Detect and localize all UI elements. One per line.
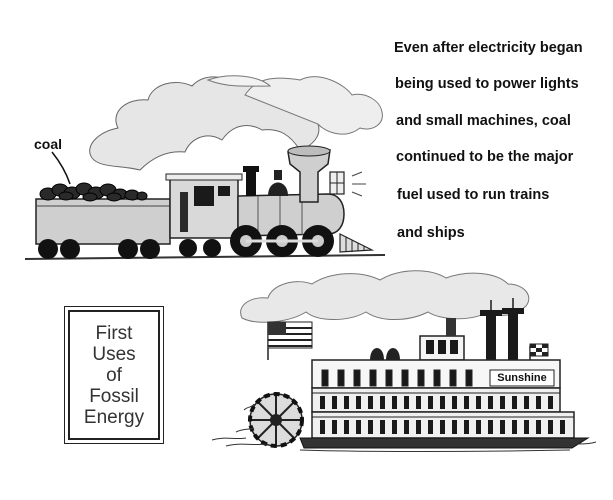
coal-pile [39,182,148,202]
coal-label: coal [34,136,63,152]
locomotive-wheels [179,225,334,257]
caption-line-1: Even after electricity began [394,40,583,56]
cab-window [194,186,214,206]
locomotive-smokestack [287,149,331,203]
steamboat-middle-deck [311,387,561,413]
water-lines [211,403,597,452]
title-line-2: Uses [92,343,136,365]
title-line-1: First [95,322,133,344]
train-track [24,254,386,260]
american-flag [267,321,313,349]
title-line-3: of [106,364,122,386]
steamboat-smokestacks [480,298,524,370]
title-line-4: Fossil [89,385,139,407]
caption-line-3: and small machines, coal [396,113,571,129]
steamboat-smoke-cloud [240,270,530,323]
coal-pointer [51,151,71,185]
caption-line-4: continued to be the major [396,149,574,165]
train-smoke-plume [244,76,383,135]
caption-line-5: fuel used to run trains [397,187,550,203]
caption-line-6: and ships [397,225,465,241]
caption-line-2: being used to power lights [395,76,579,92]
checkered-flag [529,343,549,357]
tender-wheels [38,239,160,259]
title-line-5: Energy [83,406,145,428]
nameboard [489,369,555,387]
paddle-wheel [248,392,304,448]
steamboat-name: Sunshine [497,372,547,384]
title-box-inner: First Uses of Fossil Energy [68,310,160,440]
title-box: First Uses of Fossil Energy [64,306,164,444]
steamboat-hull [299,437,590,449]
